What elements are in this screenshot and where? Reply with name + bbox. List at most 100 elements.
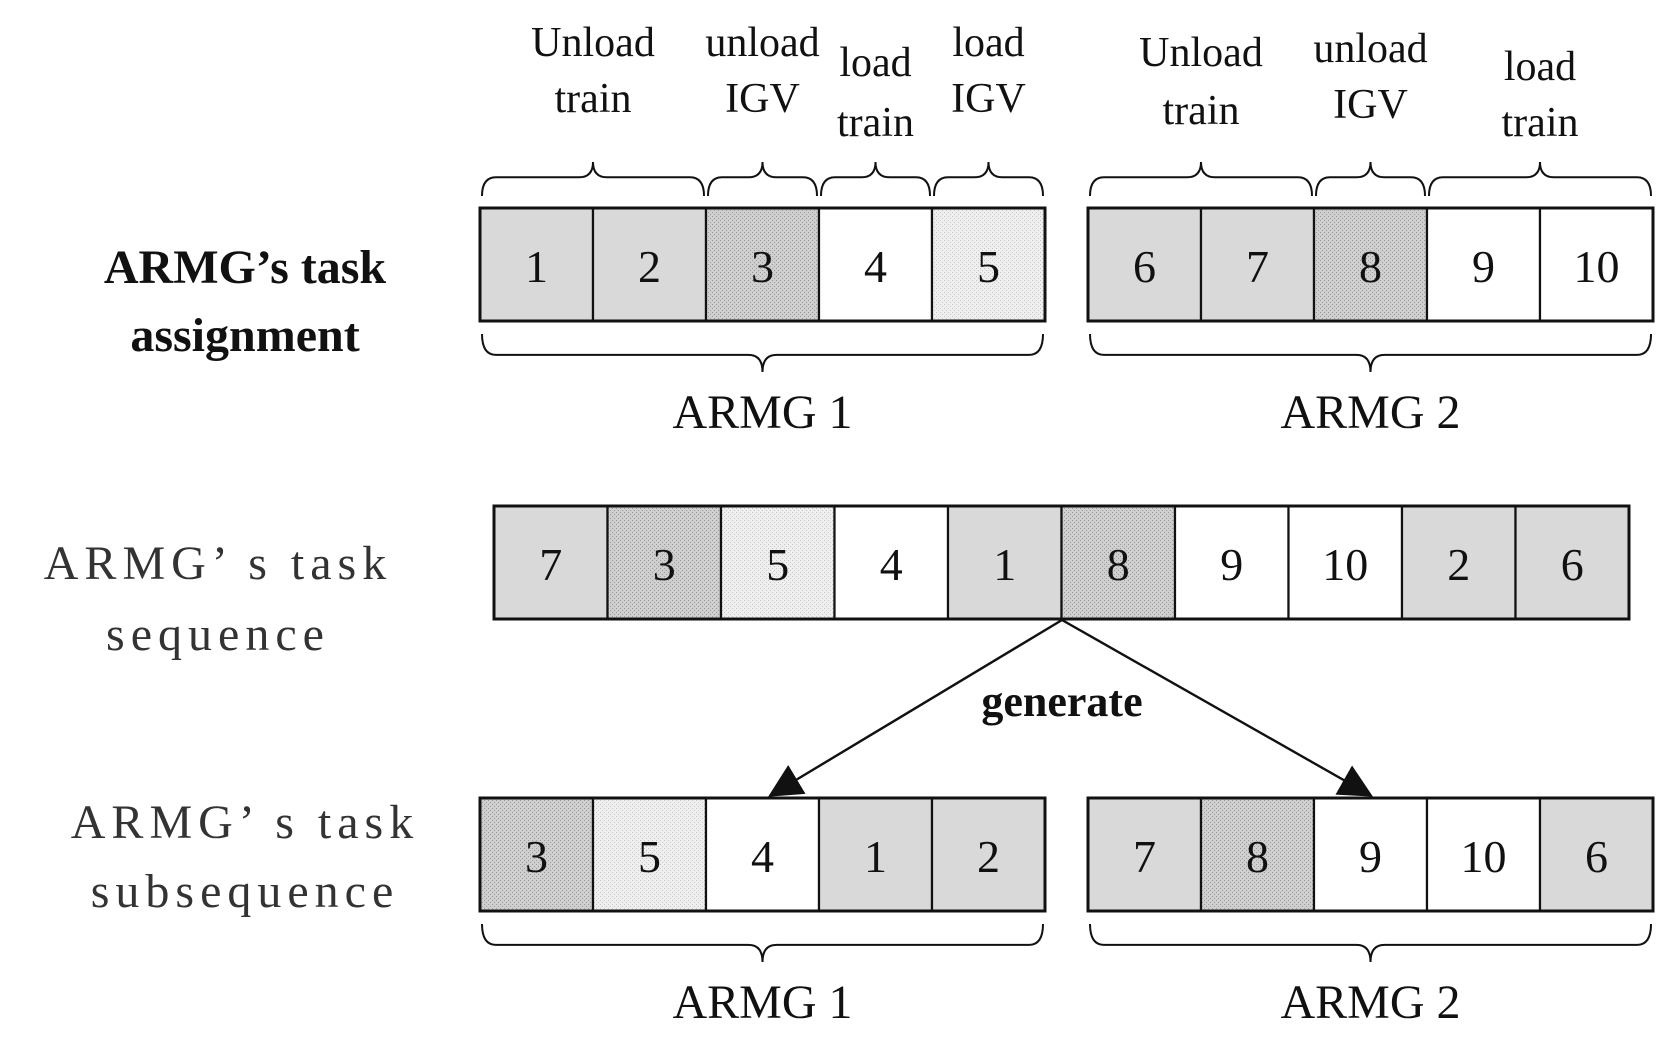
group-brace [1315, 161, 1426, 197]
sequence-cell-box [946, 504, 1063, 621]
group-label-line2: train [1163, 88, 1240, 134]
sub-armg2-cell-7: 7 [1086, 796, 1203, 913]
sub-armg2-outline [1086, 796, 1655, 913]
sequence-cell-7: 7 [492, 504, 609, 621]
assign-armg2-outline [1086, 206, 1655, 323]
assign-armg1-cell-number: 4 [864, 241, 887, 292]
group-label-line1: Unload [1139, 30, 1263, 76]
group-brace [707, 161, 818, 197]
row-label-subsequence: ARMG’ s task subsequence [71, 796, 413, 918]
sequence-cell-4: 4 [833, 504, 950, 621]
group-label-line2: train [837, 100, 914, 146]
assign-armg2-cell-number: 6 [1133, 241, 1156, 292]
armg-brace [1089, 333, 1652, 373]
sequence-cell-2: 2 [1400, 504, 1517, 621]
group-label-line1: load [839, 40, 911, 86]
assign-armg2-cell-9: 9 [1425, 206, 1542, 323]
sub-armg1-cell-box [591, 796, 708, 913]
group-brace [481, 161, 705, 197]
sequence-cell-number: 6 [1561, 539, 1584, 590]
sequence-cell-number: 3 [653, 539, 676, 590]
sub-armg1-cell-box [817, 796, 934, 913]
group-label-line2: IGV [1333, 82, 1408, 128]
group-label-line2: train [1502, 100, 1579, 146]
sub-armg2-cell-number: 6 [1585, 831, 1608, 882]
sub-armg1-cell-number: 5 [638, 831, 661, 882]
sequence-outline [492, 504, 1631, 621]
sequence-cell-number: 8 [1107, 539, 1130, 590]
sequence-cell-number: 9 [1220, 539, 1243, 590]
group-label-line2: IGV [951, 76, 1026, 122]
assign-armg1-cell-1: 1 [478, 206, 595, 323]
assign-armg2-cell-number: 7 [1246, 241, 1269, 292]
sub-armg2-cell-box [1086, 796, 1203, 913]
armg-brace [481, 923, 1044, 963]
arrow-to-armg1 [768, 618, 1063, 797]
group-label-line1: unload [1313, 26, 1427, 72]
armg-brace [1089, 923, 1652, 963]
sub-armg2-cell-number: 8 [1246, 831, 1269, 882]
sub-armg1-cell-2: 2 [930, 796, 1047, 913]
sub-armg1-outline [478, 796, 1047, 913]
assign-armg2-cell-number: 9 [1472, 241, 1495, 292]
armg-name: ARMG 1 [672, 976, 852, 1029]
armg-brace [481, 333, 1044, 373]
sub-armg1-cell-4: 4 [704, 796, 821, 913]
assign-armg1-cell-number: 2 [638, 241, 661, 292]
group-brace [1428, 161, 1652, 197]
sequence-cell-number: 2 [1447, 539, 1470, 590]
sub-armg2-cell-box [1538, 796, 1655, 913]
row-label-sequence: ARMG’ s task sequence [44, 537, 386, 661]
sub-armg1-cell-number: 3 [525, 831, 548, 882]
sub-armg1-cell-5: 5 [591, 796, 708, 913]
sequence-cell-10: 10 [1287, 504, 1404, 621]
sub-armg2-cell-box [1312, 796, 1429, 913]
assign-armg1-cell-number: 1 [525, 241, 548, 292]
row-label-sequence-line2: sequence [106, 608, 330, 661]
group-label-line1: load [1504, 44, 1576, 90]
sub-armg2-cell-number: 9 [1359, 831, 1382, 882]
sub-armg2-cell-8: 8 [1199, 796, 1316, 913]
assign-armg2-cell-box [1199, 206, 1316, 323]
group-label-line1: Unload [531, 20, 655, 66]
sequence-cell-3: 3 [606, 504, 723, 621]
armg-name: ARMG 2 [1280, 976, 1460, 1029]
sequence-cell-number: 7 [539, 539, 562, 590]
sub-armg2-cell-number: 7 [1133, 831, 1156, 882]
assign-armg2-cell-7: 7 [1199, 206, 1316, 323]
row-label-assignment: ARMG’s task assignment [104, 241, 387, 362]
assign-armg1-cell-5: 5 [930, 206, 1047, 323]
assign-armg2-cell-box [1425, 206, 1542, 323]
assign-armg2-cell-8: 8 [1312, 206, 1429, 323]
row-label-assignment-line1: ARMG’s task [104, 241, 387, 294]
row-label-subsequence-line2: subsequence [91, 865, 400, 918]
armg-name: ARMG 2 [1280, 386, 1460, 439]
sequence-cell-box [833, 504, 950, 621]
sequence-cell-number: 5 [766, 539, 789, 590]
group-label-line2: IGV [725, 76, 800, 122]
sequence-cell-6: 6 [1514, 504, 1631, 621]
sequence-cell-box [1060, 504, 1177, 621]
armg-name: ARMG 1 [672, 386, 852, 439]
generate-label: generate [981, 677, 1142, 726]
sub-armg1-cell-number: 1 [864, 831, 887, 882]
sub-armg1-cell-3: 3 [478, 796, 595, 913]
sub-armg1-cell-1: 1 [817, 796, 934, 913]
assign-armg2-cell-number: 10 [1574, 241, 1620, 292]
sequence-cell-8: 8 [1060, 504, 1177, 621]
group-label-line1: load [952, 20, 1024, 66]
assign-armg1-cell-2: 2 [591, 206, 708, 323]
assign-armg1-cell-number: 3 [751, 241, 774, 292]
generate-arrows: generate [768, 618, 1373, 797]
group-label-line1: unload [705, 20, 819, 66]
assign-armg2-cell-box [1312, 206, 1429, 323]
sub-armg2-cell-number: 10 [1461, 831, 1507, 882]
group-brace [933, 161, 1044, 197]
group-brace [820, 161, 931, 197]
assign-armg1-cell-box [478, 206, 595, 323]
sequence-cell-number: 4 [880, 539, 903, 590]
